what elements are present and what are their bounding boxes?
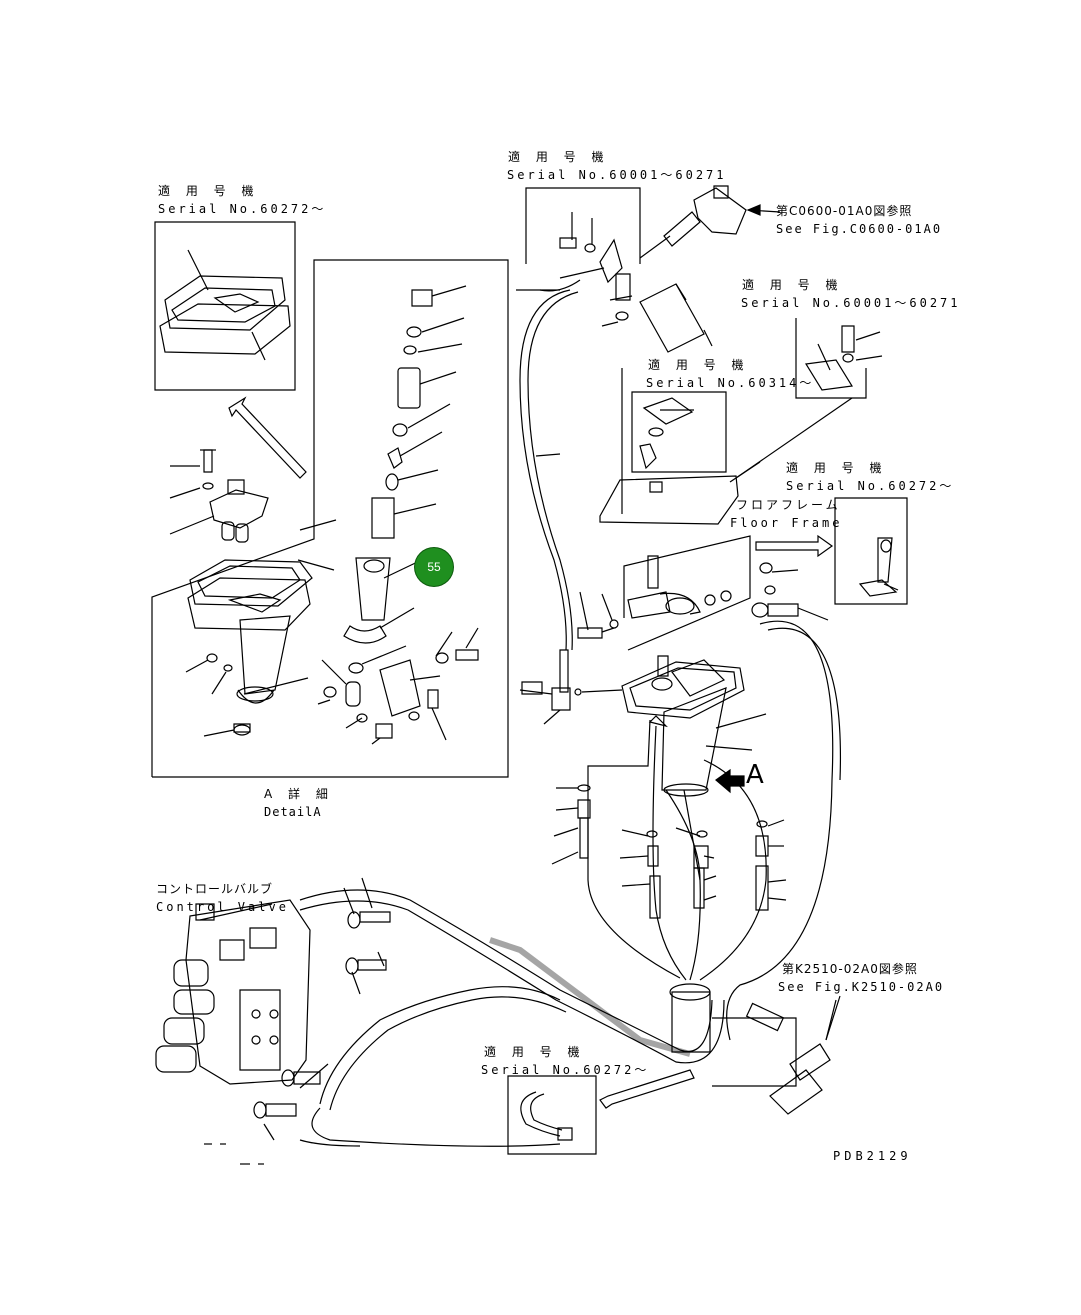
serial-far-box xyxy=(835,498,907,604)
center-bracket xyxy=(602,274,712,352)
detail-a-frame xyxy=(152,260,508,777)
hoses xyxy=(552,621,840,1040)
serial-mid: Serial No.60314～ xyxy=(646,376,815,390)
floor-plate xyxy=(600,368,852,524)
serial-right: Serial No.60001～60271 xyxy=(741,296,961,310)
pressure-switch xyxy=(640,186,780,258)
serial-far-jp: 適 用 号 機 xyxy=(786,461,888,475)
sensor-area xyxy=(712,996,840,1114)
serial-top-bracket xyxy=(516,188,640,291)
serial-left-jp: 適 用 号 機 xyxy=(158,184,260,198)
floor-frame-jp: フロアフレーム xyxy=(736,498,841,512)
serial-right-jp: 適 用 号 機 xyxy=(742,278,844,292)
detail-label: DetailA xyxy=(264,805,322,819)
connector-block xyxy=(520,650,622,724)
lever-housing xyxy=(186,520,336,736)
serial-right-bracket xyxy=(796,318,882,398)
valve-fittings xyxy=(204,878,390,1164)
floor-frame-arrow xyxy=(756,536,832,556)
inset-arrow xyxy=(229,398,306,478)
view-a-label: A xyxy=(746,760,764,790)
see-fig-c-jp: 第C0600-01A0図参照 xyxy=(776,204,913,218)
lever-bracket-box xyxy=(578,536,828,650)
left-control-box xyxy=(170,450,268,542)
detail-jp: A 詳 細 xyxy=(264,787,334,801)
lever-stand xyxy=(622,656,766,796)
serial-top: Serial No.60001～60271 xyxy=(507,168,727,182)
control-valve-label: Control Valve xyxy=(156,900,289,914)
see-fig-c: See Fig.C0600-01A0 xyxy=(776,222,943,236)
serial-left: Serial No.60272～ xyxy=(158,202,327,216)
serial-bottom-box xyxy=(508,1070,694,1154)
control-valve xyxy=(156,900,310,1084)
inset-plate-box xyxy=(155,222,295,390)
serial-top-jp: 適 用 号 機 xyxy=(508,150,610,164)
serial-mid-jp: 適 用 号 機 xyxy=(648,358,750,372)
serial-bottom: Serial No.60272～ xyxy=(481,1063,650,1077)
wrapped-harness xyxy=(300,890,724,1146)
serial-far: Serial No.60272～ xyxy=(786,479,955,493)
see-fig-k-jp: 第K2510-02A0図参照 xyxy=(782,962,918,976)
serial-mid-box xyxy=(632,392,726,472)
serial-bottom-jp: 適 用 号 機 xyxy=(484,1045,586,1059)
control-valve-jp: コントロールバルブ xyxy=(156,882,274,896)
long-cable xyxy=(520,290,578,650)
part-callout-55[interactable]: 55 xyxy=(415,548,453,586)
exploded-stem xyxy=(322,286,478,744)
drawing-number: PDB2129 xyxy=(833,1149,912,1163)
floor-frame: Floor Frame xyxy=(730,516,843,530)
see-fig-k: See Fig.K2510-02A0 xyxy=(778,980,945,994)
